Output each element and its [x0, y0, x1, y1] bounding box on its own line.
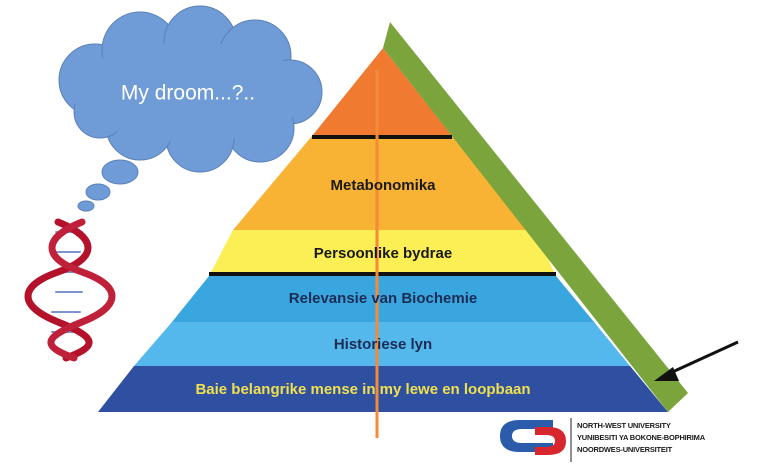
dna-helix-icon — [24, 218, 116, 362]
pyramid — [98, 48, 668, 412]
pyramid-tier-relevansie — [172, 276, 594, 322]
logo-text-line-3: NOORDWES-UNIVERSITEIT — [577, 445, 672, 454]
cloud-text: My droom...?.. — [121, 82, 255, 105]
label-historiese-lyn: Historiese lyn — [334, 336, 432, 353]
pyramid-tier-metabonomika — [233, 136, 535, 230]
thought-bubble-dots — [77, 159, 139, 212]
logo-text-line-2: YUNIBESITI YA BOKONE-BOPHIRIMA — [577, 433, 705, 442]
pyramid-side-band — [383, 22, 688, 412]
label-relevansie: Relevansie van Biochemie — [289, 290, 477, 307]
university-logo-icon — [500, 418, 572, 462]
pyramid-tier-base — [98, 366, 668, 412]
pyramid-tier-persoonlike-bydrae — [209, 230, 556, 276]
pyramid-tier-historiese-lyn — [134, 322, 630, 366]
label-base: Baie belangrike mense in my lewe en loop… — [195, 381, 530, 398]
logo-text-line-1: NORTH-WEST UNIVERSITY — [577, 421, 671, 430]
pointer-arrow-icon — [654, 340, 739, 381]
thought-cloud: My droom...?.. — [58, 5, 323, 173]
label-metabonomika: Metabonomika — [330, 177, 436, 194]
pyramid-tier-top — [312, 48, 452, 136]
label-persoonlike-bydrae: Persoonlike bydrae — [314, 245, 452, 262]
